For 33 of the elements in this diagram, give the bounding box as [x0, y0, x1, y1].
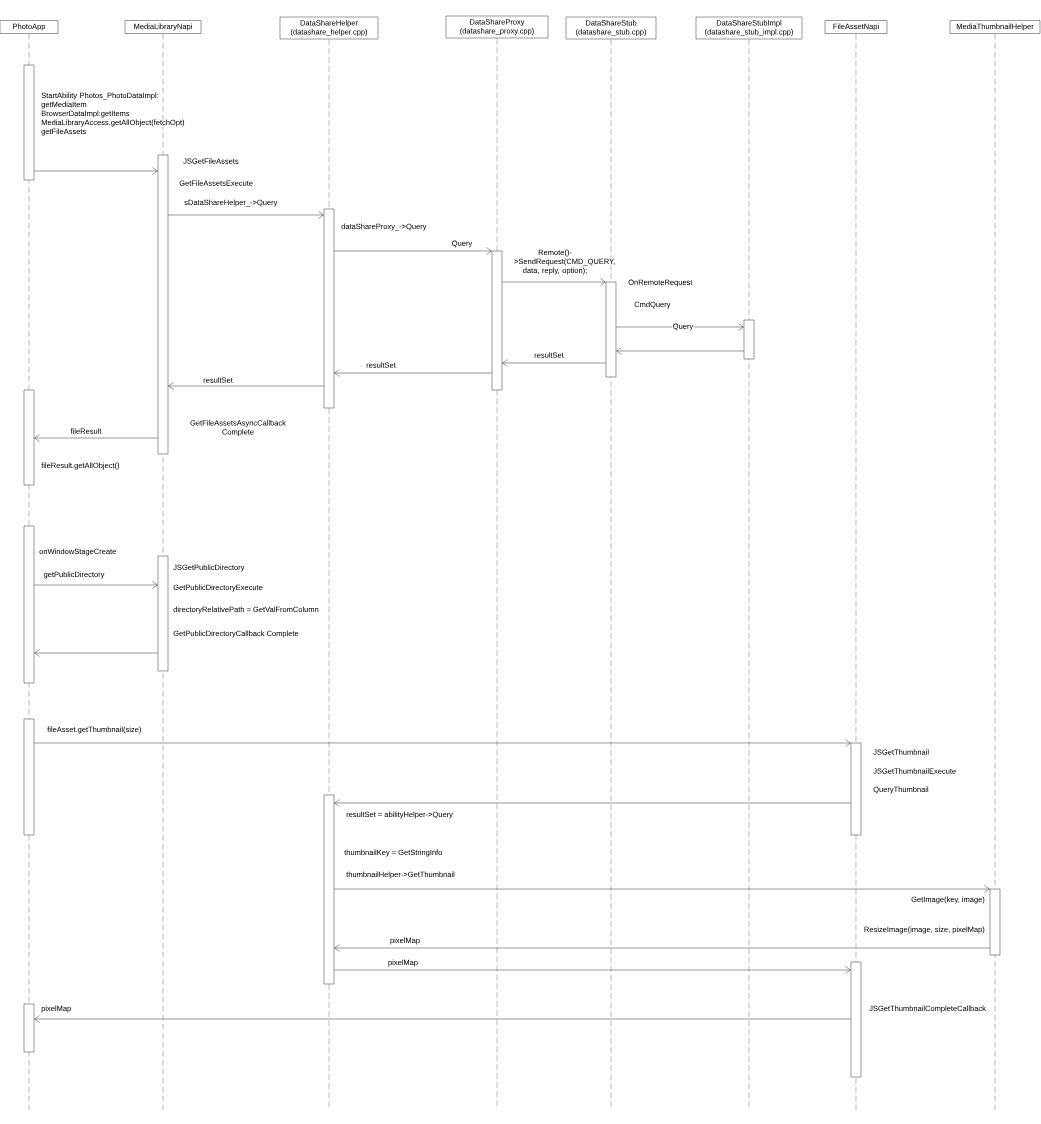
activation-bar: [23, 64, 35, 181]
message-arrow: [34, 581, 158, 589]
message-arrow: [502, 278, 606, 286]
activation-bar: [323, 794, 335, 985]
activation-bar: [850, 961, 862, 1078]
message-arrow: [34, 434, 158, 442]
message-arrow: [502, 359, 606, 367]
activation-bar: [157, 555, 169, 672]
message-arrow: [168, 211, 324, 219]
activation-bar: [23, 525, 35, 684]
message-arrow: [334, 966, 851, 974]
activation-bar: [989, 888, 1001, 956]
message-arrow: [334, 799, 851, 807]
message-arrow: [34, 739, 851, 747]
activation-bar: [323, 208, 335, 409]
message-arrow: [334, 247, 492, 255]
message-arrow: [34, 649, 158, 657]
message-arrow: [34, 167, 158, 175]
message-arrow: [34, 1015, 851, 1023]
activation-bar: [491, 250, 503, 391]
activation-bar: [743, 319, 755, 360]
activation-bar: [157, 154, 169, 455]
activation-bar: [23, 718, 35, 836]
message-arrow: [616, 323, 744, 331]
activation-bar: [23, 389, 35, 486]
activation-bar: [23, 1003, 35, 1053]
message-arrow: [616, 347, 744, 355]
message-arrow: [334, 885, 990, 893]
activation-bar: [850, 742, 862, 836]
message-arrow: [334, 369, 492, 377]
message-arrow: [168, 382, 324, 390]
activation-bar: [605, 281, 617, 378]
message-arrow: [334, 944, 990, 952]
